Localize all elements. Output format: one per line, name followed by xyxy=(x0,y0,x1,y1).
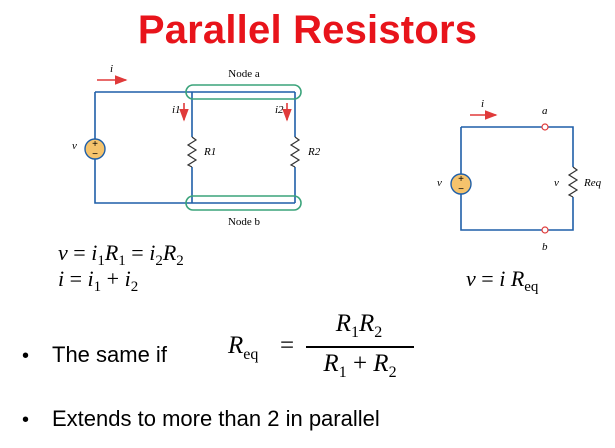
circuit-2: + − i a b v v Req xyxy=(437,98,602,253)
node-a-outline xyxy=(185,84,302,100)
resistor-r2 xyxy=(289,136,301,168)
equation-voltage: v = i1R1 = i2R2 xyxy=(58,240,184,269)
circuit1-wires xyxy=(94,91,296,204)
source-voltage-label: v xyxy=(72,140,77,152)
svg-text:−: − xyxy=(458,184,464,195)
node-b-outline xyxy=(185,195,302,211)
r2-label: R2 xyxy=(307,146,321,158)
bullet-same-if: •The same if xyxy=(22,342,167,367)
resistor-req xyxy=(567,166,579,198)
i1-label: i1 xyxy=(172,104,181,116)
terminal-a-label: a xyxy=(542,105,548,117)
svg-text:+: + xyxy=(92,139,98,150)
slide-title: Parallel Resistors xyxy=(137,8,478,52)
terminal-b xyxy=(541,226,549,234)
req-voltage-label: v xyxy=(554,177,559,189)
formula-denominator: R1 + R2 xyxy=(323,350,397,381)
svg-text:−: − xyxy=(92,149,98,160)
main-current-label: i xyxy=(110,63,113,75)
node-b-label: Node b xyxy=(228,216,261,228)
svg-text:+: + xyxy=(458,174,464,185)
circuit-1: + − v R1 R2 i1 i2 i Node a Node b xyxy=(72,63,321,228)
voltage-source-1: + − xyxy=(84,138,106,160)
terminal-a xyxy=(541,123,549,131)
voltage-source-2: + − xyxy=(450,173,472,195)
source2-voltage-label: v xyxy=(437,177,442,189)
fraction-bar xyxy=(306,346,414,348)
resistor-r1 xyxy=(186,136,198,168)
req-label: Req xyxy=(583,177,602,189)
req-current-label: i xyxy=(481,98,484,110)
bullet-extends: •Extends to more than 2 in parallel xyxy=(22,406,380,431)
i2-label: i2 xyxy=(275,104,284,116)
equation-current: i = i1 + i2 xyxy=(58,266,139,295)
terminal-b-label: b xyxy=(542,241,548,253)
equation-req: v = i Req xyxy=(466,266,539,295)
r1-label: R1 xyxy=(203,146,216,158)
formula-numerator: R1R2 xyxy=(335,310,383,341)
node-a-label: Node a xyxy=(228,68,260,80)
